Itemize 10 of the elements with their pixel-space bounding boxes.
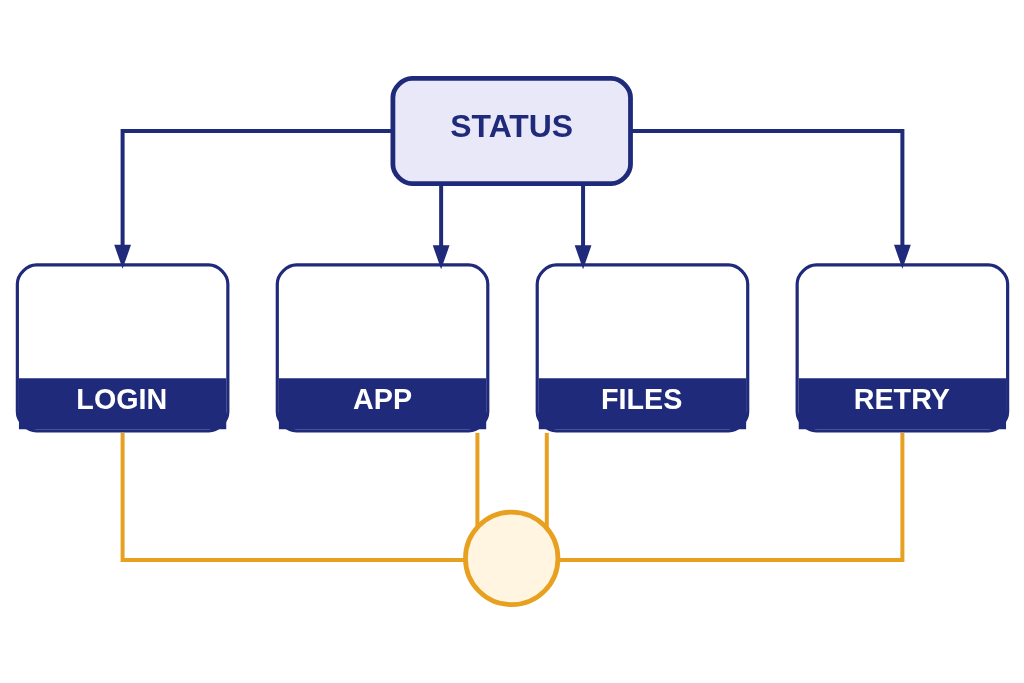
connector [557,432,904,562]
connector [120,432,465,562]
arrow [630,129,911,269]
arrow [574,184,591,270]
arrow [113,129,393,269]
arrow [432,184,450,270]
node-circle [462,509,560,607]
node-box: STATUS [390,76,633,186]
connector [474,432,479,528]
connector [544,432,549,528]
